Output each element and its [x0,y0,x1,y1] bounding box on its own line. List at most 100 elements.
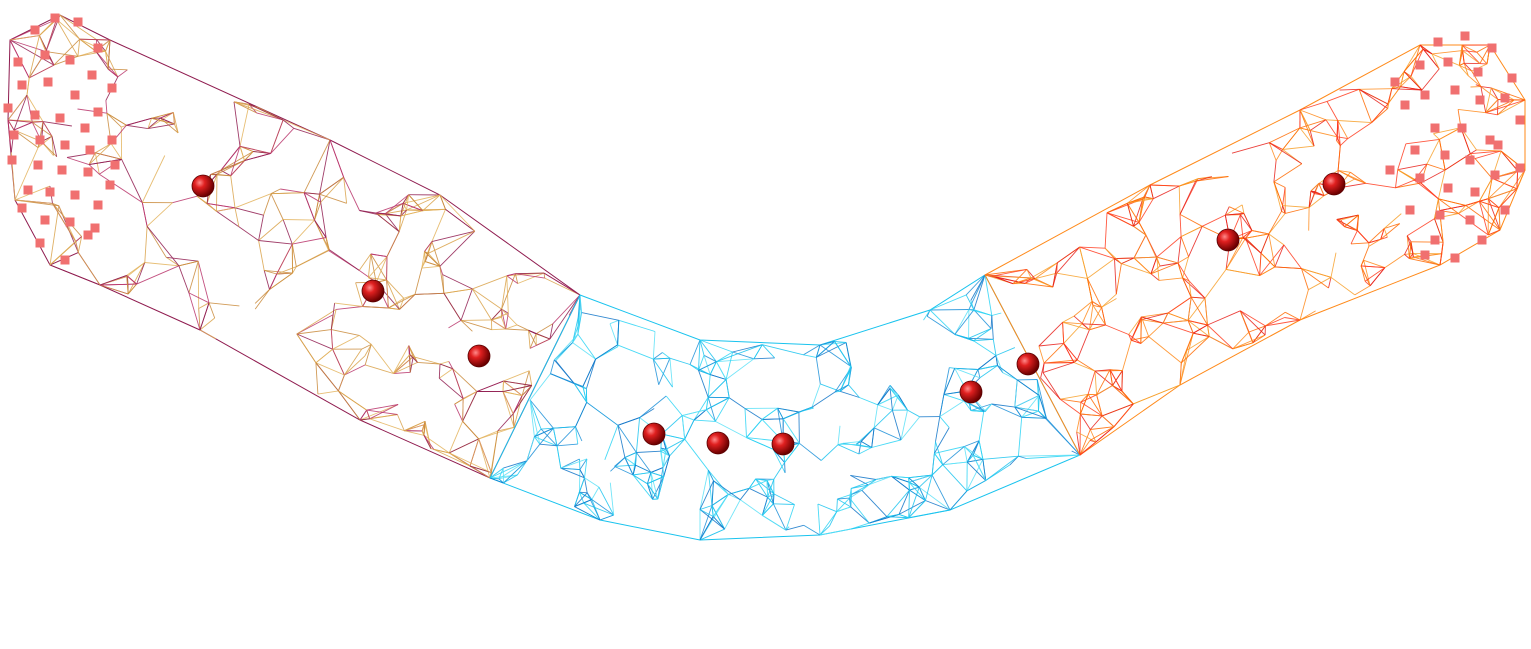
node-marker [30,25,40,35]
mesh-edge [515,272,545,275]
mesh-edge [591,486,600,500]
mesh-edge [264,269,277,275]
node-marker [35,135,45,145]
mesh-edge [514,273,519,284]
mesh-edge [977,355,997,370]
mesh-edge [942,446,965,466]
mesh-edge [991,403,1015,408]
mesh-edge [45,19,57,52]
mesh-edge [1224,206,1230,216]
mesh-edge [873,427,902,441]
node-marker [1473,67,1483,77]
mesh-edge [1433,127,1461,135]
node-marker [1507,73,1517,83]
mesh-edge [498,467,504,479]
mesh-edge [314,219,327,238]
mesh-edge [710,374,727,380]
mesh-edge [512,385,533,415]
mesh-edge [991,315,994,340]
mesh-edge [703,355,711,375]
mesh-edge [256,112,284,121]
mesh-edge [966,461,987,481]
node-marker [93,43,103,53]
mesh-edge [414,292,444,295]
mesh-edge [423,421,426,436]
mesh-edge [1138,222,1147,236]
mesh-edge [1488,229,1501,236]
mesh-edge [1299,119,1327,129]
mesh-edge [220,146,241,171]
mesh-edge [1130,316,1142,341]
mesh-edge [834,384,849,393]
mesh-edge [1471,70,1482,87]
mesh-edge [1480,86,1492,89]
mesh-edge [698,369,711,376]
mesh-edge [1371,103,1389,123]
mesh-edge [359,210,376,214]
mesh-edge [663,455,671,477]
mesh-edge [476,380,504,392]
mesh-edge [320,202,327,238]
mesh-edge [1150,273,1160,281]
mesh-edge [1239,214,1244,238]
mesh-edge [9,39,47,53]
mesh-edge [665,395,683,416]
mesh-edge [9,39,55,66]
mesh-edge [650,472,659,500]
mesh-edge [773,503,795,505]
mesh-edge [1336,120,1339,141]
mesh-edge [469,465,491,479]
mesh-edge [1284,317,1301,321]
mesh-edge [1268,233,1276,267]
mesh-edge [1180,336,1210,364]
mesh-edge [1180,236,1190,257]
mesh-edge [79,38,97,52]
node-marker [1500,93,1510,103]
node-marker [3,103,13,113]
mesh-edge [400,209,407,217]
mesh-edge [1179,180,1196,187]
node-marker [1487,43,1497,53]
mesh-edge [1101,298,1117,308]
mesh-edge [1273,181,1284,206]
mesh-edge [1487,207,1500,236]
mesh-edge [785,504,795,531]
mesh-edge [505,324,518,330]
mesh-edge [703,354,717,363]
mesh-edge [88,152,96,165]
mesh-edge [1409,253,1414,259]
mesh-edge [1079,246,1088,279]
mesh-edge [1096,369,1111,396]
mesh-edge [967,458,983,463]
mesh-edge [108,68,128,71]
mesh-edge [207,202,236,209]
mesh-edge [1397,169,1415,181]
mesh-edge [624,457,634,476]
mesh-edge [783,406,813,420]
mesh-edge [761,344,776,359]
mesh-edge [521,385,533,396]
mesh-edge [991,403,1022,418]
mesh-edge [1096,394,1103,417]
mesh-edge [1092,304,1102,308]
mesh-edge [1275,149,1284,161]
mesh-edge [292,237,327,245]
mesh-edge [1226,268,1260,277]
mesh-edge [28,35,40,79]
mesh-edge [1081,323,1106,326]
mesh-edge [543,272,581,296]
mesh-edge [303,139,331,193]
mesh-edge [1458,200,1480,214]
mesh-edge [1265,311,1286,327]
mesh-edge [172,112,179,134]
mesh-edge [817,503,837,513]
mesh-edge [556,426,576,447]
mesh-edge [782,418,800,444]
mesh-edge [777,407,799,413]
mesh-edge [599,514,614,521]
mesh-edge [1283,244,1302,269]
mesh-edge [966,454,974,463]
mesh-edge [1094,369,1111,372]
mesh-edge [553,333,579,361]
mesh-edge [577,310,581,335]
